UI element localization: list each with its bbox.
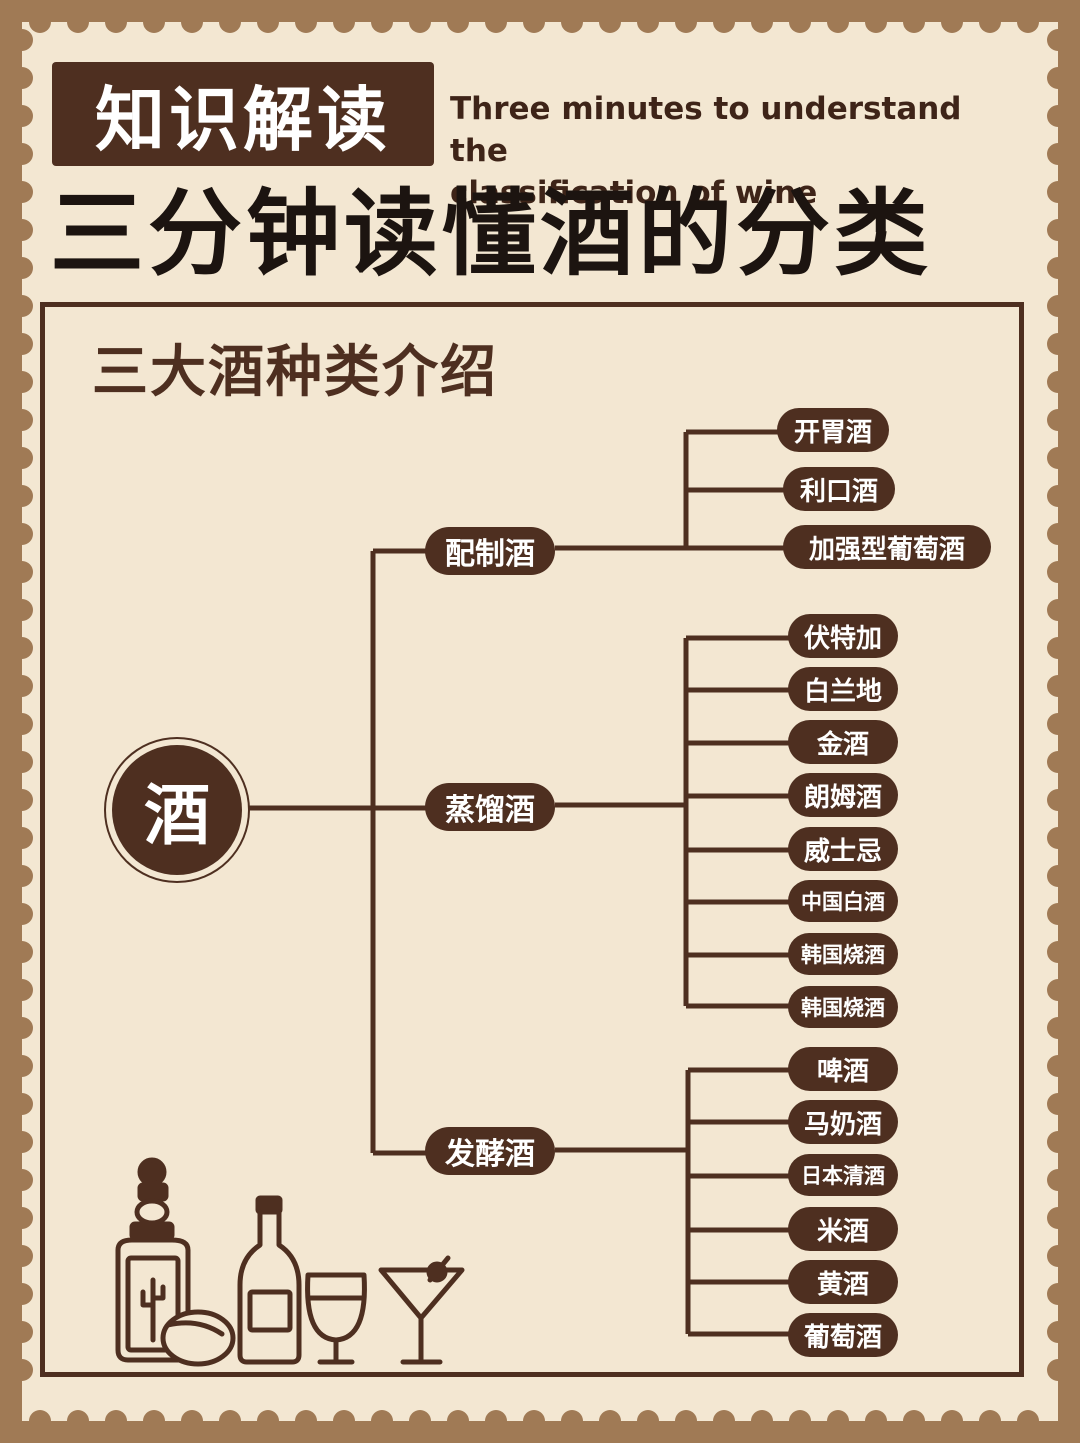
root-node-wine: 酒 (112, 745, 242, 875)
branch-node-fermented: 发酵酒 (425, 1127, 555, 1175)
leaf-beer: 啤酒 (788, 1047, 898, 1091)
leaf-whisky: 威士忌 (788, 827, 898, 871)
lemon-icon (160, 1309, 236, 1367)
leaf-yellow-wine: 黄酒 (788, 1260, 898, 1304)
leaf-brandy: 白兰地 (788, 667, 898, 711)
leaf-sake: 日本清酒 (788, 1154, 898, 1196)
main-title: 三分钟读懂酒的分类 (50, 180, 933, 289)
leaf-grape-wine: 葡萄酒 (788, 1313, 898, 1357)
branch-node-distilled: 蒸馏酒 (425, 783, 555, 831)
branch-node-compounded: 配制酒 (425, 527, 555, 575)
content-frame (40, 302, 1024, 1377)
leaf-liqueur: 利口酒 (783, 467, 895, 511)
cactus-bottle-icon (115, 1157, 191, 1363)
leaf-kumis: 马奶酒 (788, 1100, 898, 1144)
english-subtitle: Three minutes to understand the classifi… (450, 88, 1010, 214)
leaf-vodka: 伏特加 (788, 614, 898, 658)
leaf-gin: 金酒 (788, 720, 898, 764)
leaf-rum: 朗姆酒 (788, 773, 898, 817)
leaf-soju-1: 韩国烧酒 (788, 933, 898, 975)
english-subtitle-line1: Three minutes to understand the (450, 91, 962, 169)
leaf-fortified-wine: 加强型葡萄酒 (783, 525, 991, 569)
english-subtitle-line2: classification of wine (450, 175, 818, 211)
cocktail-glass-icon (378, 1255, 465, 1365)
badge-knowledge: 知识解读 (52, 62, 434, 166)
leaf-aperitif: 开胃酒 (777, 408, 889, 452)
wine-bottle-icon (237, 1195, 302, 1365)
section-title: 三大酒种类介绍 (92, 340, 498, 405)
wine-glass-icon (305, 1272, 367, 1365)
leaf-rice-wine: 米酒 (788, 1207, 898, 1251)
leaf-soju-2: 韩国烧酒 (788, 986, 898, 1028)
leaf-baijiu: 中国白酒 (788, 880, 898, 922)
